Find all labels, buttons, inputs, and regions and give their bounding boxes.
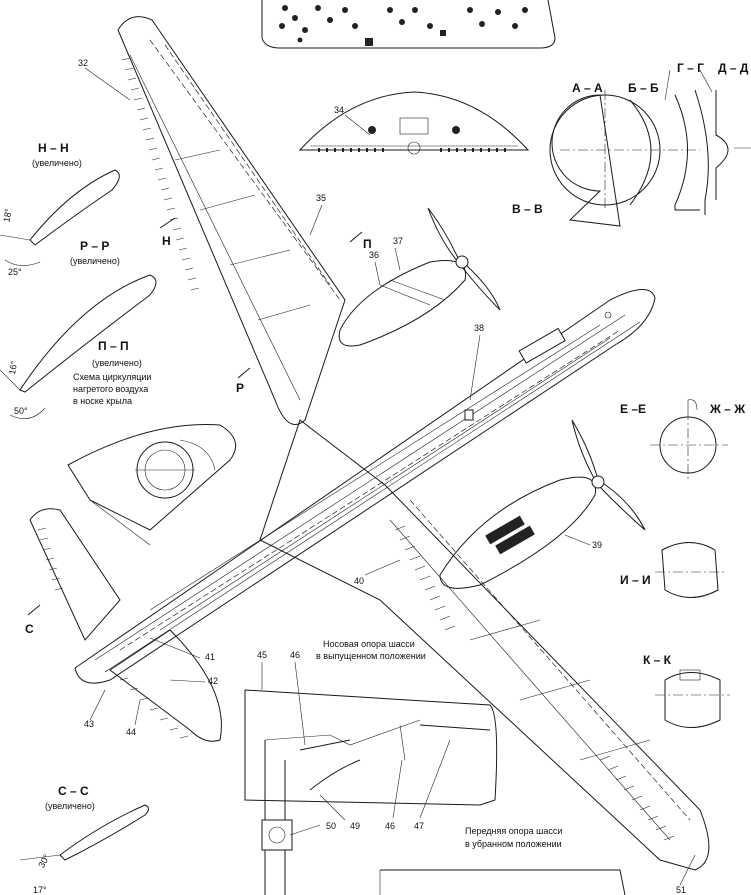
fuselage-sections bbox=[549, 69, 751, 227]
section-label-k-k: К – К bbox=[643, 653, 672, 667]
angle-30: 30° bbox=[36, 852, 52, 869]
section-label-a-a: А – А bbox=[572, 81, 603, 95]
callout-32: 32 bbox=[78, 58, 88, 68]
enlarged-note-p: (увеличено) bbox=[92, 358, 142, 368]
callout-40: 40 bbox=[354, 576, 364, 586]
profile-sections bbox=[0, 169, 157, 861]
callout-37: 37 bbox=[393, 236, 403, 246]
callout-45: 45 bbox=[257, 650, 267, 660]
nose-gear-caption-line-1: Носовая опора шасси bbox=[323, 639, 415, 649]
section-label-i-i: И – И bbox=[620, 573, 651, 587]
callout-46-upper: 46 bbox=[290, 650, 300, 660]
landing-gear bbox=[244, 689, 626, 895]
enlarged-note-n: (увеличено) bbox=[32, 158, 82, 168]
callout-46-lower: 46 bbox=[385, 821, 395, 831]
cut-mark-p: П bbox=[363, 237, 372, 251]
section-label-n-n: Н – Н bbox=[38, 141, 69, 155]
section-label-e-e: Е –Е bbox=[620, 402, 646, 416]
cut-mark-n: Н bbox=[162, 234, 171, 248]
callout-41: 41 bbox=[205, 652, 215, 662]
section-label-r-r: Р – Р bbox=[80, 239, 109, 253]
front-gear-caption-line-1: Передняя опора шасси bbox=[465, 826, 562, 836]
section-label-d-d: Д – Д bbox=[718, 61, 749, 75]
callout-49: 49 bbox=[350, 821, 360, 831]
section-label-g-g: Г – Г bbox=[677, 61, 704, 75]
instrument-panel-top bbox=[261, 0, 556, 49]
cut-mark-s: С bbox=[25, 622, 34, 636]
canopy-frame-34 bbox=[298, 91, 530, 155]
right-sections bbox=[650, 399, 730, 728]
section-label-v-v: В – В bbox=[512, 202, 543, 216]
scheme-caption-line-3: в носке крыла bbox=[73, 396, 132, 406]
callout-34: 34 bbox=[334, 105, 344, 115]
nose-gear-caption-line-2: в выпущенном положении bbox=[316, 651, 426, 661]
angle-50: 50° bbox=[14, 406, 28, 416]
angle-18: 18° bbox=[1, 207, 13, 223]
angle-17: 17° bbox=[33, 885, 47, 895]
angle-25: 25° bbox=[8, 267, 22, 277]
leader-lines bbox=[84, 67, 696, 886]
callout-50: 50 bbox=[326, 821, 336, 831]
callout-47: 47 bbox=[414, 821, 424, 831]
callout-44: 44 bbox=[126, 727, 136, 737]
scheme-caption-line-1: Схема циркуляции bbox=[73, 372, 151, 382]
section-label-b-b: Б – Б bbox=[628, 81, 659, 95]
enlarged-note-r: (увеличено) bbox=[70, 256, 120, 266]
angle-16: 16° bbox=[7, 360, 19, 376]
scheme-caption-line-2: нагретого воздуха bbox=[73, 384, 148, 394]
front-gear-caption-line-2: в убранном положении bbox=[465, 839, 562, 849]
air-circulation-scheme bbox=[67, 424, 237, 546]
callout-51: 51 bbox=[676, 885, 686, 895]
section-label-s-s: С – С bbox=[58, 784, 89, 798]
cut-mark-r: Р bbox=[236, 381, 244, 395]
enlarged-note-s: (увеличено) bbox=[45, 801, 95, 811]
section-label-p-p: П – П bbox=[98, 339, 129, 353]
callout-38: 38 bbox=[474, 323, 484, 333]
callout-35: 35 bbox=[316, 193, 326, 203]
callout-43: 43 bbox=[84, 719, 94, 729]
callout-42: 42 bbox=[208, 676, 218, 686]
aircraft bbox=[29, 16, 710, 871]
section-label-zh-zh: Ж – Ж bbox=[709, 402, 745, 416]
callout-36: 36 bbox=[369, 250, 379, 260]
callout-39: 39 bbox=[592, 540, 602, 550]
cut-markers bbox=[27, 217, 363, 616]
